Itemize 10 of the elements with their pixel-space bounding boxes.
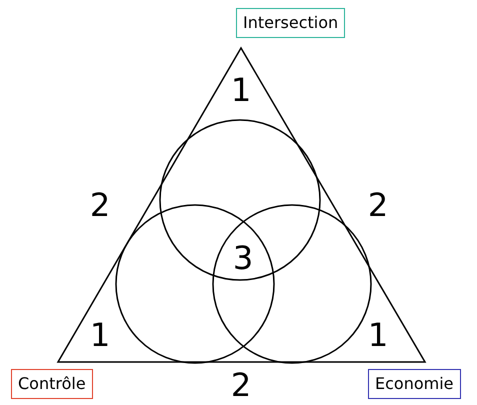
region-number: 2 [90, 188, 110, 222]
region-number: 2 [368, 188, 388, 222]
label-box: Contrôle [11, 369, 93, 399]
region-number: 1 [90, 318, 110, 352]
region-number: 2 [230, 368, 252, 402]
label-box: Economie [368, 369, 460, 399]
region-number: 1 [368, 318, 388, 352]
region-number: 1 [230, 73, 252, 107]
region-number: 3 [232, 241, 254, 275]
label-box: Intersection [236, 8, 346, 38]
